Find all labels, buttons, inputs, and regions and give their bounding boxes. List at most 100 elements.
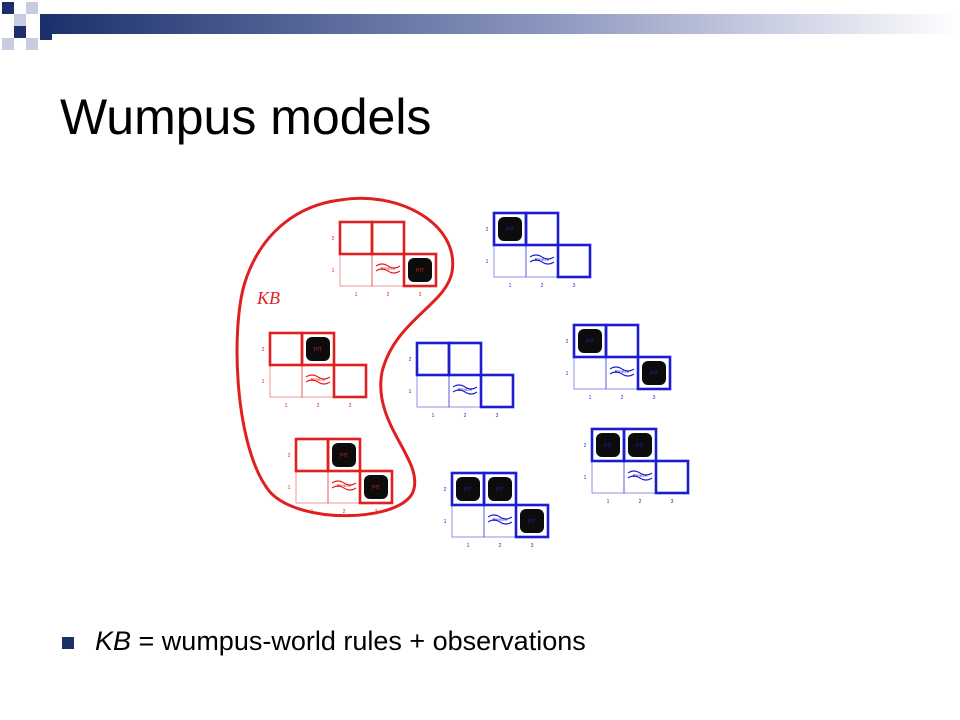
col-label: 1 xyxy=(285,403,288,409)
grid-cell xyxy=(451,504,485,538)
row-label: 2 xyxy=(566,339,569,345)
col-label: 1 xyxy=(432,413,435,419)
grid-cell xyxy=(295,470,329,504)
pit-label: PIT xyxy=(314,347,322,353)
breeze-icon xyxy=(627,470,653,481)
pit-label: PIT xyxy=(528,519,536,525)
breeze-label: Breeze xyxy=(311,377,326,382)
pit-icon xyxy=(628,433,652,457)
breeze-label: Breeze xyxy=(535,257,550,262)
breeze-icon xyxy=(609,366,635,377)
col-label: 2 xyxy=(621,395,624,401)
breeze-label: Breeze xyxy=(633,473,648,478)
grid-cell xyxy=(493,244,527,278)
row-label: 1 xyxy=(584,475,587,481)
row-label: 1 xyxy=(444,519,447,525)
col-label: 1 xyxy=(509,283,512,289)
grid-cell xyxy=(269,364,303,398)
grid-cell xyxy=(358,469,394,505)
row-label: 2 xyxy=(486,227,489,233)
col-label: 2 xyxy=(499,543,502,549)
grid-cell xyxy=(622,427,658,463)
header-decoration xyxy=(2,2,960,50)
row-label: 1 xyxy=(486,259,489,265)
kb-term: KB xyxy=(95,626,132,656)
row-label: 1 xyxy=(409,389,412,395)
row-label: 2 xyxy=(262,347,265,353)
grid-cell xyxy=(447,341,483,377)
row-label: 2 xyxy=(409,357,412,363)
col-label: 1 xyxy=(589,395,592,401)
pit-label: PIT xyxy=(604,443,612,449)
col-label: 3 xyxy=(573,283,576,289)
header-square xyxy=(2,2,14,14)
pit-label: PIT xyxy=(586,339,594,345)
header-square xyxy=(26,2,38,14)
row-label: 1 xyxy=(288,485,291,491)
pit-icon xyxy=(498,217,522,241)
breeze-icon xyxy=(452,384,478,395)
grid-cell xyxy=(479,373,515,409)
breeze-icon xyxy=(529,254,555,265)
grid-cell xyxy=(332,363,368,399)
col-label: 3 xyxy=(531,543,534,549)
col-label: 2 xyxy=(317,403,320,409)
pit-icon xyxy=(596,433,620,457)
breeze-label: Breeze xyxy=(615,369,630,374)
pit-icon xyxy=(306,337,330,361)
grid-cell xyxy=(339,253,373,287)
breeze-icon xyxy=(487,514,513,525)
pit-label: PIT xyxy=(506,227,514,233)
kb-blob xyxy=(235,196,455,518)
row-label: 2 xyxy=(332,236,335,242)
grid-cell xyxy=(524,211,560,247)
grid-cell xyxy=(636,355,672,391)
col-label: 3 xyxy=(653,395,656,401)
grid-cell xyxy=(326,437,362,473)
col-label: 3 xyxy=(496,413,499,419)
bullet-text: KB = wumpus-world rules + observations xyxy=(95,626,586,657)
pit-icon xyxy=(578,329,602,353)
grid-cell xyxy=(556,243,592,279)
grid-cell xyxy=(370,220,406,256)
col-label: 2 xyxy=(387,292,390,298)
breeze-label: Breeze xyxy=(381,266,396,271)
grid-cell xyxy=(591,460,625,494)
row-label: 2 xyxy=(444,487,447,493)
pit-label: PIT xyxy=(340,453,348,459)
col-label: 1 xyxy=(311,509,314,515)
pit-icon xyxy=(364,475,388,499)
wumpus-model: PIT Breeze 2 1 1 2 3 xyxy=(486,211,592,289)
grid-cell xyxy=(268,331,304,367)
col-label: 3 xyxy=(671,499,674,505)
breeze-icon xyxy=(305,374,331,385)
breeze-icon xyxy=(375,263,401,274)
grid-cell xyxy=(300,331,336,367)
row-label: 2 xyxy=(288,453,291,459)
grid-cell xyxy=(604,323,640,359)
grid-cell xyxy=(573,356,607,390)
header-square xyxy=(26,38,38,50)
pit-label: PIT xyxy=(464,487,472,493)
pit-icon xyxy=(520,509,544,533)
pit-label: PIT xyxy=(496,487,504,493)
col-label: 1 xyxy=(355,292,358,298)
col-label: 2 xyxy=(541,283,544,289)
grid-cell xyxy=(402,252,438,288)
pit-label: PIT xyxy=(372,485,380,491)
pit-label: PIT xyxy=(416,268,424,274)
row-label: 1 xyxy=(332,268,335,274)
bullet-body: = wumpus-world rules + observations xyxy=(131,626,586,656)
pit-icon xyxy=(332,443,356,467)
header-square xyxy=(40,28,52,40)
header-gradient-bar xyxy=(40,14,960,34)
row-label: 1 xyxy=(566,371,569,377)
row-label: 1 xyxy=(262,379,265,385)
pit-icon xyxy=(408,258,432,282)
